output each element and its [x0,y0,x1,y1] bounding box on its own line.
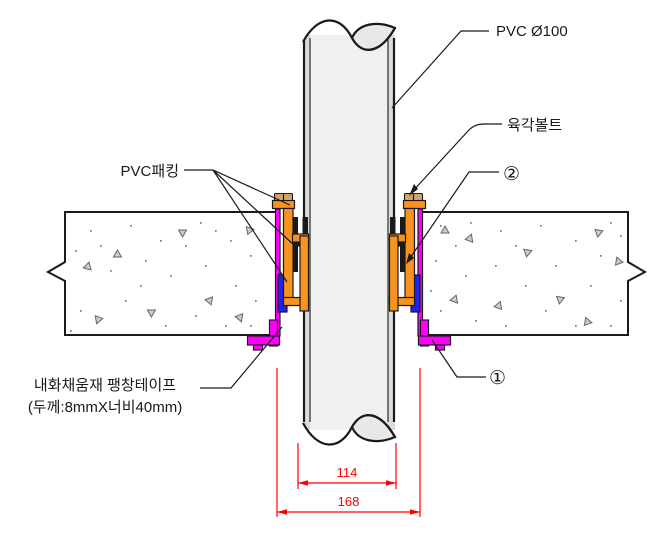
aggregate-dot [495,265,497,267]
aggregate-dot [75,250,77,252]
aggregate-triangle [523,248,533,258]
aggregate-dot [235,285,237,287]
leader-hex-bolt [411,123,502,193]
dim-inner-value: 114 [337,465,358,480]
aggregate-triangle [245,225,255,236]
aggregate-dot [600,255,602,257]
aggregate-dot [200,222,202,224]
aggregate-dot [165,325,167,327]
dimensions: 114 168 [276,368,421,517]
aggregate-dot [610,222,612,224]
concrete-aggregate-texture [70,222,624,332]
aggregate-dot [205,265,207,267]
hex-bolts [273,192,424,202]
leader-fire-filler [200,326,283,389]
aggregate-dot [540,225,542,227]
label-callout-1: ① [489,368,506,389]
aggregate-dot [440,225,442,227]
aggregate-dot [525,285,527,287]
leader-pvc-packing [184,169,296,283]
aggregate-dot [575,325,577,327]
concrete-slab-right [420,211,648,336]
pipe [302,0,397,535]
aggregate-triangle [583,316,593,327]
label-pvc-packing: PVC패킹 [121,163,179,180]
aggregate-triangle [234,313,244,323]
aggregate-dot [515,245,517,247]
aggregate-dot [250,255,252,257]
aggregate-dot [185,245,187,247]
aggregate-dot [575,240,577,242]
aggregate-triangle [594,228,604,238]
aggregate-triangle [440,224,450,234]
aggregate-dot [90,230,92,232]
aggregate-dot [610,325,612,327]
aggregate-dot [80,310,82,312]
label-callout-2: ② [503,164,520,185]
aggregate-dot [430,290,432,292]
aggregate-dot [620,300,622,302]
packing-bracket-left [271,199,310,312]
concrete-slab-left [45,211,278,336]
aggregate-dot [250,325,252,327]
leader-callout-1 [431,339,486,378]
hex-bolt-left [273,192,294,202]
aggregate-dot [170,275,172,277]
aggregate-dot [590,285,592,287]
aggregate-dot [465,275,467,277]
aggregate-dot [435,260,437,262]
aggregate-dot [70,330,72,332]
aggregate-dot [475,320,477,322]
aggregate-dot [215,230,217,232]
aggregate-dot [555,265,557,267]
leader-hex-bolt-arrow [409,184,418,196]
aggregate-triangle [177,229,188,238]
aggregate-triangle [112,249,123,258]
aggregate-triangle [204,296,214,306]
aggregate-dot [145,260,147,262]
aggregate-dot [230,240,232,242]
aggregate-triangle [82,261,92,271]
aggregate-dot [195,315,197,317]
aggregate-triangle [464,233,474,243]
aggregate-triangle [614,256,624,266]
hex-bolt-right [403,192,424,202]
aggregate-triangle [555,295,566,305]
bottom-angle-right [417,319,452,351]
label-pipe: PVC Ø100 [496,23,568,40]
label-fire-filler-2: (두께:8mmX너비40mm) [28,399,182,416]
aggregate-dot [160,240,162,242]
aggregate-triangle [449,294,459,304]
leader-callout-2-arrow [406,253,414,264]
aggregate-dot [545,310,547,312]
label-fire-filler-1: 내화채움재 팽창테이프 [34,377,176,394]
aggregate-dot [620,235,622,237]
aggregate-dot [440,310,442,312]
linework: PVC Ø100 육각볼트 ② ① PVC패킹 내화채움재 팽창테이프 (두께:… [28,0,648,535]
aggregate-triangle [493,300,503,311]
aggregate-dot [255,300,257,302]
aggregate-dot [130,225,132,227]
leader-pipe [391,30,489,109]
label-hex-bolt: 육각볼트 [507,117,562,134]
aggregate-dot [470,222,472,224]
aggregate-dot [500,230,502,232]
aggregate-triangle [146,309,157,318]
leader-callout-2 [407,171,499,262]
aggregate-dot [505,325,507,327]
aggregate-dot [140,285,142,287]
aggregate-dot [455,245,457,247]
aggregate-triangle [94,315,104,325]
text-labels: PVC Ø100 육각볼트 ② ① PVC패킹 내화채움재 팽창테이프 (두께:… [28,23,568,416]
sleeve-right [417,208,424,337]
aggregate-dot [100,245,102,247]
dim-outer-value: 168 [338,494,360,509]
packing-sleeve-and-angles [246,208,452,351]
aggregate-dot [110,270,112,272]
leader-lines [184,30,502,389]
aggregate-dot [225,325,227,327]
aggregate-dot [125,300,127,302]
